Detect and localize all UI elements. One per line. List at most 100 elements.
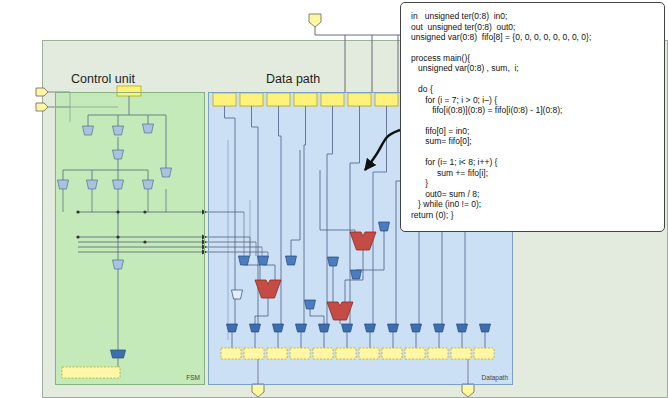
wire	[88, 115, 89, 126]
mux-symbol	[232, 290, 243, 299]
mux-symbol	[411, 324, 422, 332]
wire	[370, 332, 371, 348]
wire	[462, 332, 463, 348]
mux-symbol	[296, 324, 307, 332]
mux-symbol	[305, 300, 316, 309]
register-symbol	[348, 93, 371, 106]
wire	[148, 189, 149, 212]
wire	[310, 309, 324, 324]
mux-symbol	[480, 324, 491, 332]
mux-symbol	[286, 256, 297, 265]
wire	[279, 106, 282, 324]
alu-symbol	[327, 302, 353, 320]
junction-dot	[76, 210, 79, 213]
output-register	[336, 348, 356, 359]
wire	[278, 332, 279, 348]
output-register	[221, 348, 241, 359]
code-line: fifo[0] = in0;	[411, 126, 469, 137]
wire	[252, 106, 259, 324]
wire	[228, 140, 229, 340]
wire	[255, 298, 268, 324]
code-line: out unsigned ter(0:8) out0;	[411, 22, 515, 33]
mux-symbol	[388, 324, 399, 332]
unit-panel: Control unitFSM	[55, 92, 205, 385]
wire	[78, 242, 256, 243]
mux-symbol	[379, 222, 390, 231]
output-register	[62, 367, 120, 378]
wire	[118, 189, 119, 212]
wire	[324, 332, 325, 348]
wire	[250, 200, 251, 256]
junction-dot	[143, 240, 146, 243]
wire	[78, 247, 262, 248]
output-register	[313, 348, 333, 359]
wire	[70, 107, 118, 108]
wire	[301, 332, 302, 348]
io-port	[462, 384, 474, 397]
wire	[393, 332, 394, 348]
mux-symbol	[113, 126, 124, 135]
wire	[92, 170, 93, 180]
register-symbol	[240, 93, 263, 106]
register-symbol	[213, 93, 236, 106]
register-symbol	[117, 86, 141, 96]
io-port	[36, 88, 48, 96]
junction-dot	[143, 210, 146, 213]
code-line: process main(){	[411, 53, 470, 64]
wire	[148, 170, 149, 180]
junction-dot	[116, 235, 119, 238]
code-line: unsigned var(0:8) , sum, i;	[411, 63, 519, 74]
wire	[258, 359, 259, 384]
mux-symbol	[273, 324, 284, 332]
code-line: fifo[i(0:8)](0:8) = fifo[i(0:8) - 1](0:8…	[411, 105, 562, 116]
code-line: for (i = 7; i > 0; i–) {	[411, 95, 497, 106]
mux-symbol	[319, 324, 330, 332]
io-port	[309, 14, 321, 27]
mux-symbol	[351, 270, 362, 279]
wire	[268, 252, 269, 256]
wire	[78, 237, 250, 238]
wire	[63, 170, 64, 180]
wire	[439, 332, 440, 348]
wire	[244, 265, 260, 280]
output-register	[428, 348, 448, 359]
code-line: in unsigned ter(0:8) in0;	[411, 11, 507, 22]
wire	[166, 189, 167, 212]
code-line: for (i= 1; i< 8; i++) {	[411, 157, 497, 168]
wire	[485, 332, 486, 348]
connector-arrow	[365, 130, 400, 170]
output-register	[474, 348, 494, 359]
code-line: return (0); }	[411, 210, 454, 221]
wire	[345, 250, 363, 302]
mux-symbol	[434, 324, 445, 332]
wire	[118, 269, 119, 350]
output-register	[405, 348, 425, 359]
mux-symbol	[250, 324, 261, 332]
mux-symbol	[113, 180, 124, 189]
io-port	[36, 103, 48, 111]
wire	[372, 35, 373, 93]
wire	[320, 170, 355, 232]
register-symbol	[321, 93, 344, 106]
code-line: sum += fifo[i];	[411, 168, 488, 179]
mux-symbol	[113, 260, 124, 269]
mux-symbol	[239, 256, 250, 265]
wire	[118, 137, 119, 150]
wire	[78, 252, 268, 253]
wire	[118, 358, 119, 367]
code-line: sum= fifo[0];	[411, 136, 472, 147]
code-line: do {	[411, 84, 433, 95]
register-symbol	[267, 93, 290, 106]
register-symbol	[375, 93, 398, 106]
output-register	[267, 348, 287, 359]
unit-tag: Datapath	[482, 374, 508, 381]
junction-dot	[76, 235, 79, 238]
wire	[291, 150, 300, 256]
mux-symbol	[113, 150, 124, 159]
wire	[166, 115, 167, 168]
mux-symbol	[143, 124, 154, 133]
mux-symbol	[328, 257, 339, 266]
wire	[244, 212, 245, 256]
